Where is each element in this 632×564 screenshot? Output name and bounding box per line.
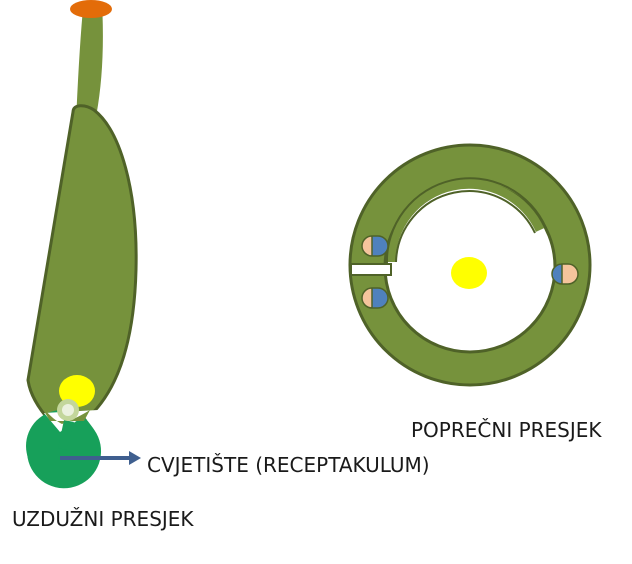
ovary-base [30,388,90,424]
seed-upper-left [361,235,389,257]
cross-section-label: POPREČNI PRESJEK [411,418,602,442]
ovary-wall [26,104,138,423]
longitudinal-section-label: UZDUŽNI PRESJEK [12,507,194,531]
funiculus [58,420,74,450]
inner-membrane [386,179,545,263]
inner-membrane-edge [385,177,547,265]
receptacle-arrow-head [129,451,141,465]
stigma [70,0,112,18]
suture-slit [350,263,392,276]
longitudinal-pistil [26,0,141,489]
inner-membrane-edge-2 [395,190,536,263]
ovule-base-inner [62,404,74,416]
receptacle-label: CVJETIŠTE (RECEPTAKULUM) [147,453,430,477]
seed-lower-left [361,287,389,309]
seed-right [551,263,579,285]
ovule-center [451,257,487,289]
cross-section [348,143,592,387]
